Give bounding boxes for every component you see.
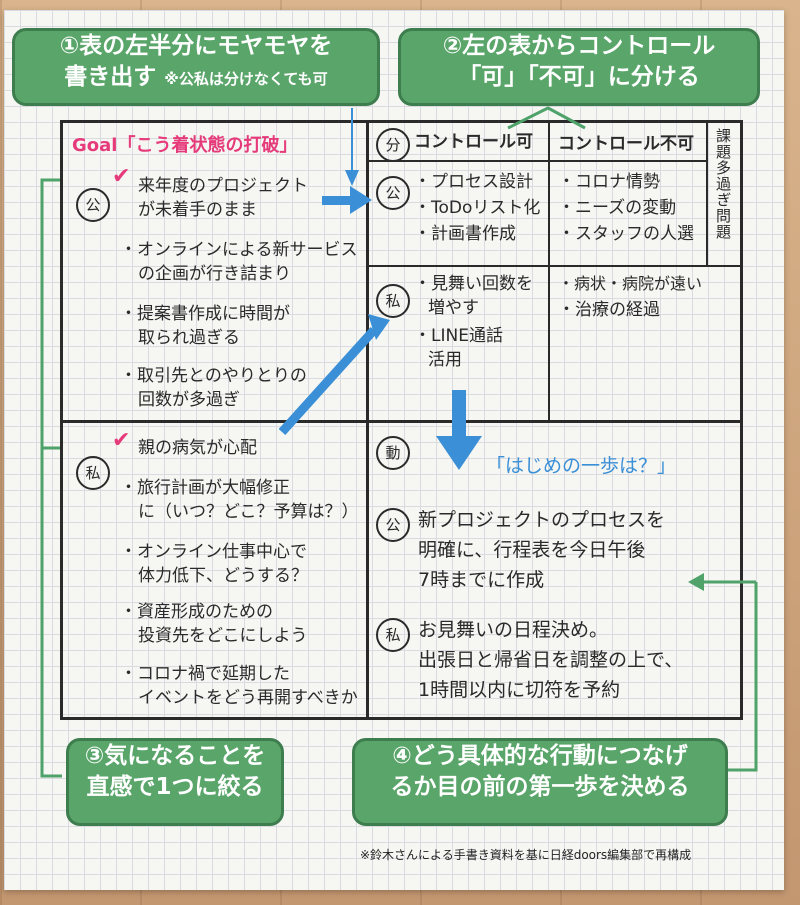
table-border-bottom	[60, 717, 743, 720]
side-note-divider	[706, 122, 708, 265]
left-public-item-5: 取られ過ぎる	[138, 328, 240, 348]
callout-step2-line2: 「可」「不可」に分ける	[458, 64, 700, 91]
arrow-down-head	[436, 436, 482, 470]
left-public-item-7: 回数が多過ぎ	[138, 390, 240, 410]
public-controllable-2: ・計画書作成	[414, 224, 516, 244]
left-private-item-5: ・資産形成のための	[120, 602, 273, 622]
action-public-marker: 公	[376, 508, 410, 542]
left-private-item-6: 投資先をどこにしよう	[138, 626, 308, 646]
arrow-diagonal-head	[368, 314, 390, 340]
callout-step2-line1: ②左の表からコントロール	[442, 33, 716, 59]
left-private-item-7: ・コロナ禍で延期した	[120, 664, 290, 684]
left-private-item-2: に（いつ？どこ？予算は？）	[138, 502, 359, 522]
checkmark-icon: ✔	[112, 428, 131, 453]
callout-step2: ②左の表からコントロール 「可」「不可」に分ける	[398, 28, 760, 106]
callout-step1-line2: 書き出す	[64, 64, 157, 91]
public-action-1: 明確に、行程表を今日午後	[418, 539, 646, 561]
left-private-item-0: 親の病気が心配	[138, 438, 257, 458]
public-action-0: 新プロジェクトのプロセスを	[418, 509, 666, 531]
public-action-2: 7時までに作成	[418, 569, 545, 591]
connector-left	[40, 178, 62, 778]
private-controllable-0: ・見舞い回数を	[414, 274, 533, 294]
private-controllable-2: ・LINE通話	[414, 326, 503, 346]
table-border-top	[60, 120, 743, 123]
right-col-divider	[548, 122, 550, 420]
callout-step3: ③気になることを 直感で1つに絞る	[66, 738, 284, 826]
callout-step4: ④どう具体的な行動につなげ るか目の前の第一歩を決める	[352, 738, 728, 826]
private-action-2: 1時間以内に切符を予約	[418, 679, 621, 701]
callout-step1: ①表の左半分にモヤモヤを 書き出す ※公私は分けなくても可	[12, 28, 380, 106]
private-controllable-1: 増やす	[428, 298, 479, 318]
arrow-down-shaft	[452, 390, 466, 440]
right-public-marker: 公	[376, 176, 410, 210]
private-uncontrollable-0: ・病状・病院が遠い	[558, 274, 703, 293]
left-private-item-8: イベントをどう再開すべきか	[138, 688, 358, 708]
right-header-divider	[366, 160, 706, 162]
connector-arrowhead	[688, 573, 704, 591]
checkmark-icon: ✔	[112, 164, 131, 189]
public-controllable-1: ・ToDoリスト化	[414, 198, 541, 218]
public-uncontrollable-1: ・ニーズの変動	[558, 198, 677, 218]
public-uncontrollable-2: ・スタッフの人選	[558, 224, 694, 244]
left-public-item-1: が未着手のまま	[138, 200, 257, 220]
callout-step3-line2: 直感で1つに絞る	[86, 774, 264, 801]
arrow-right-shaft	[322, 196, 356, 205]
right-private-marker: 私	[376, 284, 410, 318]
table-center-horizontal	[60, 420, 743, 423]
callout-step3-line1: ③気になることを	[84, 743, 266, 769]
first-step-question: 「はじめの一歩は？」	[486, 455, 677, 477]
goal-text: Goal「こう着状態の打破」	[72, 135, 298, 156]
public-controllable-0: ・プロセス設計	[414, 172, 533, 192]
callout-step4-line1: ④どう具体的な行動につなげ	[392, 743, 688, 769]
callout-step1-note: ※公私は分けなくても可	[164, 70, 328, 89]
side-note: 課題多過ぎ問題	[714, 128, 732, 240]
left-public-item-2: ・オンラインによる新サービス	[120, 240, 358, 260]
action-private-marker: 私	[376, 618, 410, 652]
arrow-right-head	[350, 186, 372, 214]
uncontrollable-header: コントロール不可	[558, 134, 694, 154]
connector-right	[728, 582, 758, 772]
private-action-1: 出張日と帰省日を調整の上で、	[418, 649, 684, 671]
callout-step4-line2: るか目の前の第一歩を決める	[390, 774, 690, 801]
left-public-item-3: の企画が行き詰まり	[138, 264, 291, 284]
left-private-item-1: ・旅行計画が大幅修正	[120, 478, 290, 498]
public-uncontrollable-0: ・コロナ情勢	[558, 172, 660, 192]
left-public-item-0: 来年度のプロジェクト	[138, 176, 308, 196]
left-private-marker: 私	[76, 456, 110, 490]
credit-note: ※鈴木さんによる手書き資料を基に日経doors編集部で再構成	[360, 848, 692, 862]
action-marker: 動	[376, 436, 410, 470]
left-private-item-3: ・オンライン仕事中心で	[120, 542, 307, 562]
divide-marker: 分	[376, 128, 410, 162]
left-public-marker: 公	[76, 188, 110, 222]
controllable-header: コントロール可	[414, 132, 533, 152]
private-action-0: お見舞いの日程決め。	[418, 619, 609, 641]
left-private-item-4: 体力低下、どうする？	[138, 566, 308, 586]
callout-step1-line1: ①表の左半分にモヤモヤを	[59, 33, 333, 59]
private-controllable-3: 活用	[428, 350, 462, 370]
left-public-item-6: ・取引先とのやりとりの	[120, 366, 307, 386]
left-public-item-4: ・提案書作成に時間が	[120, 304, 290, 324]
right-public-private-divider	[366, 265, 743, 267]
private-uncontrollable-1: ・治療の経過	[558, 300, 660, 320]
